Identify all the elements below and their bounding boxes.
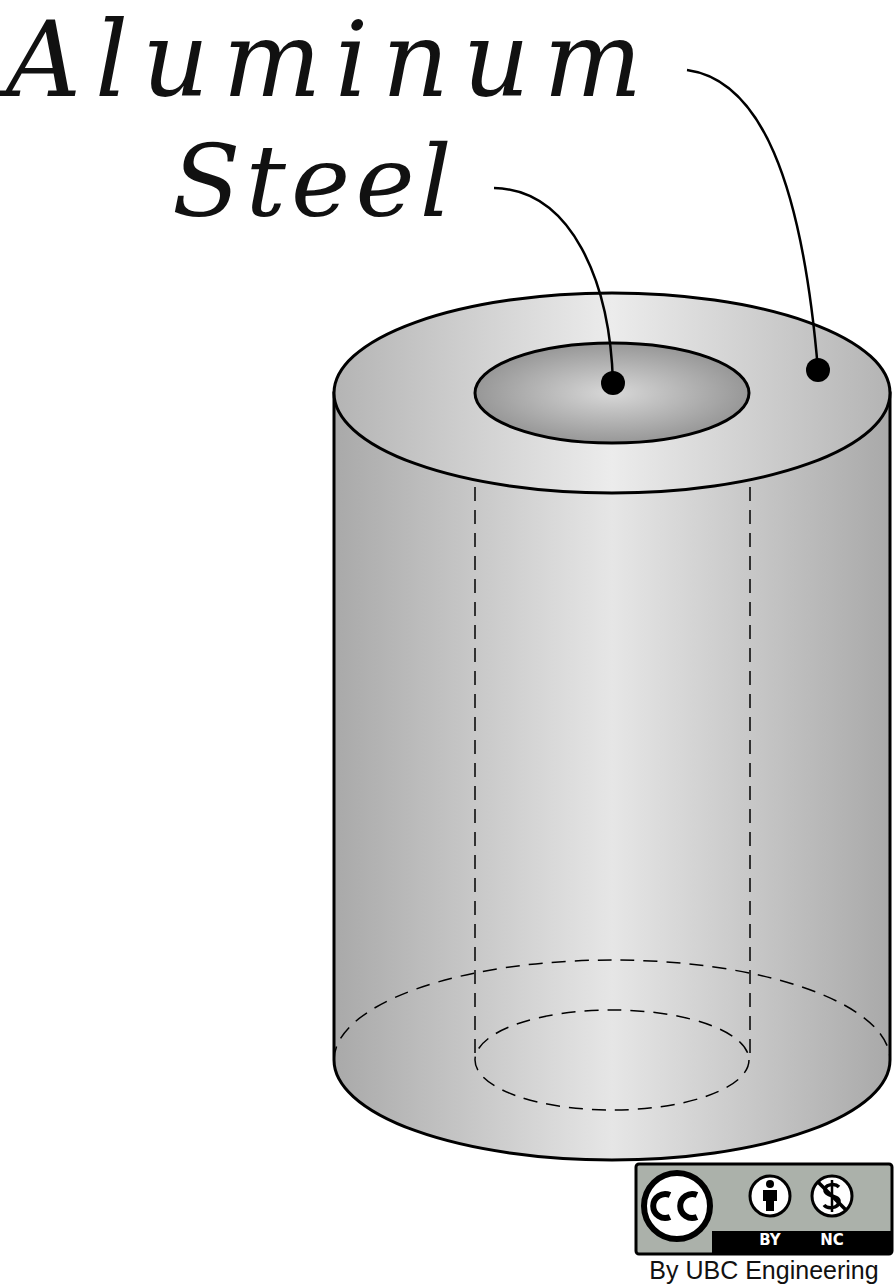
- hidden-edge: [475, 1010, 749, 1110]
- leader-dot: [806, 358, 830, 382]
- cylinder-body: [334, 393, 890, 1160]
- nc-icon: [812, 1176, 852, 1216]
- license-text: BY: [759, 1233, 780, 1248]
- part-label: Steel: [172, 132, 457, 232]
- license-band: [712, 1231, 891, 1253]
- leader-dot: [601, 371, 625, 395]
- hidden-edge: [749, 395, 751, 1060]
- cc-icon: [653, 1194, 670, 1218]
- license-badge: [636, 1164, 892, 1254]
- by-icon: [766, 1180, 774, 1188]
- license-text: NC: [820, 1233, 844, 1248]
- by-icon: [750, 1176, 790, 1216]
- by-icon: [763, 1190, 777, 1211]
- cc-icon: [680, 1194, 697, 1218]
- leader-line: [494, 188, 613, 383]
- cc-icon: [644, 1173, 710, 1239]
- part-label: Aluminum: [6, 8, 656, 112]
- aluminum-top-face: [334, 293, 890, 493]
- credit-text: By UBC Engineering: [649, 1258, 878, 1283]
- hidden-edge: [474, 395, 476, 1060]
- leader-line: [687, 70, 818, 370]
- nc-icon: [818, 1182, 846, 1210]
